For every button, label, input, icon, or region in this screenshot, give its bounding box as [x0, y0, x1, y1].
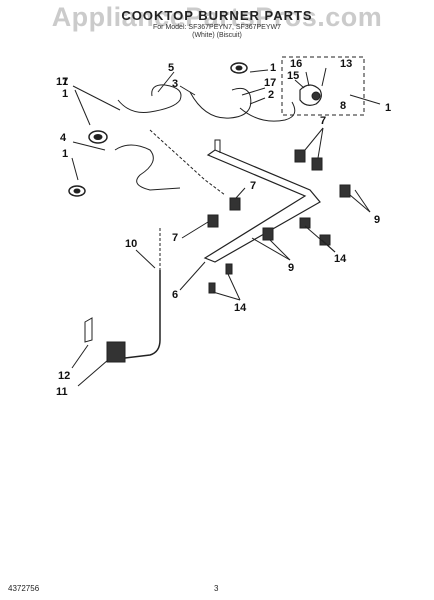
screw-b: [208, 282, 216, 294]
tube-4: [114, 144, 181, 191]
valve-e: [311, 157, 323, 171]
regulator-bracket: [84, 317, 93, 343]
callout-1a: 1: [62, 76, 69, 88]
callout-15: 15: [287, 70, 300, 82]
callout-9b: 9: [288, 262, 295, 274]
tube-dashed: [149, 129, 226, 196]
burner-cap-top: [230, 62, 248, 74]
callout-1b: 1: [62, 88, 69, 100]
callout-12: 12: [58, 370, 71, 382]
callout-6: 6: [172, 289, 179, 301]
valve-g: [299, 217, 311, 229]
callout-7a: 7: [320, 115, 327, 127]
inset-valve: [299, 84, 322, 106]
page-number: 3: [214, 584, 219, 593]
valve-b: [207, 214, 219, 228]
screw-a: [225, 263, 233, 275]
callout-1-inset: 1: [385, 102, 392, 114]
valve-d: [294, 149, 306, 163]
callout-1d: 1: [270, 62, 277, 74]
callout-14b: 14: [234, 302, 247, 314]
color-line: (White) (Biscuit): [192, 32, 242, 39]
callout-17a: 17: [56, 76, 69, 88]
callout-17b: 17: [264, 77, 277, 89]
callout-10: 10: [125, 238, 138, 250]
inset-screw-a: [305, 71, 310, 87]
inset-screw-b: [321, 67, 327, 87]
callout-4: 4: [60, 132, 67, 144]
inset-valve-knob: [311, 91, 321, 101]
valve-h: [319, 234, 331, 246]
callout-16: 16: [290, 58, 303, 70]
callout-11: 11: [56, 386, 68, 398]
callout-3: 3: [172, 78, 179, 90]
callout-7c: 7: [172, 232, 179, 244]
page-title: COOKTOP BURNER PARTS: [121, 8, 313, 23]
manifold: [203, 149, 321, 263]
manifold-inlet: [214, 139, 221, 153]
valve-a: [229, 197, 241, 211]
inset-spring: [294, 79, 305, 89]
callout-5: 5: [168, 62, 175, 74]
valve-f: [339, 184, 351, 198]
valve-c: [262, 227, 274, 241]
callout-1c: 1: [62, 148, 69, 160]
watermark: AppliancePartsPros.com: [51, 2, 383, 32]
callout-7b: 7: [250, 180, 257, 192]
callout-13: 13: [340, 58, 353, 70]
callout-9a: 9: [374, 214, 381, 226]
burner-cap-left-low: [68, 185, 86, 197]
part-number: 4372756: [8, 584, 40, 593]
tube-5: [117, 84, 182, 113]
burner-cap-left: [88, 130, 108, 144]
model-line: For Model: SF367PEYN7, SF367PEYW7: [153, 24, 281, 31]
callout-8: 8: [340, 100, 347, 112]
tube-3: [189, 87, 252, 119]
callout-2: 2: [268, 89, 275, 101]
tube-2: [239, 101, 296, 122]
regulator: [106, 341, 126, 363]
diagram-header: COOKTOP BURNER PARTS For Model: SF367PEY…: [0, 8, 434, 39]
supply-tube: [124, 270, 161, 359]
callout-14a: 14: [334, 253, 347, 265]
